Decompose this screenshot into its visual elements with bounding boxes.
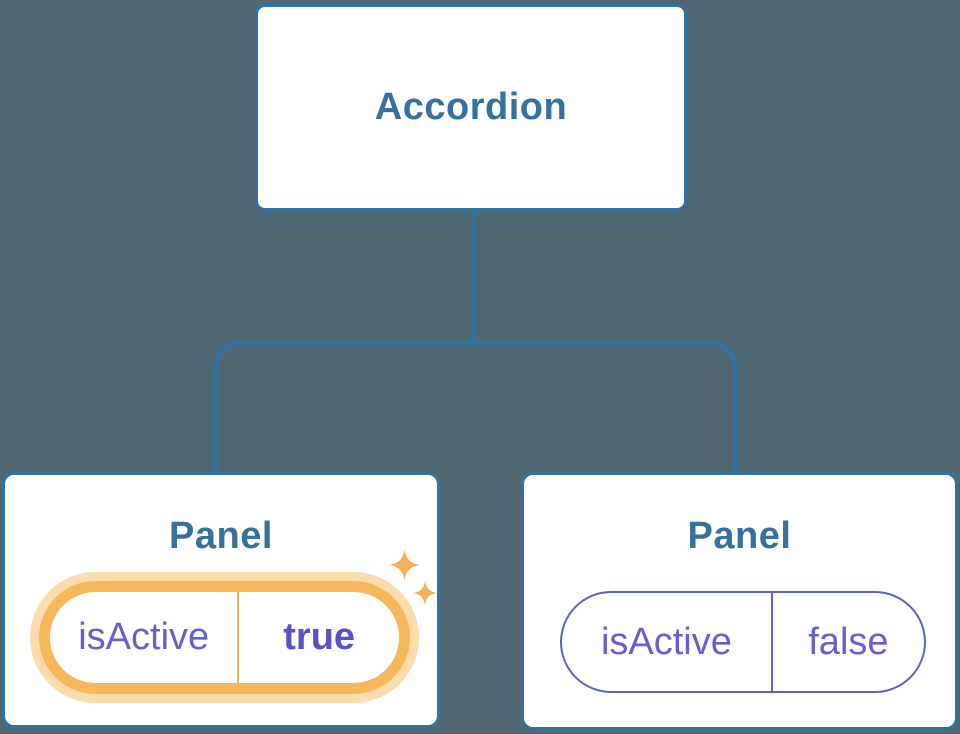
state-key-label: isActive bbox=[600, 620, 732, 663]
accordion-label: Accordion bbox=[374, 86, 568, 128]
state-value-label: true bbox=[283, 616, 356, 658]
sparkle-large-icon bbox=[389, 549, 420, 581]
state-pill-active: isActive true bbox=[39, 581, 410, 694]
panel-title: Panel bbox=[687, 515, 792, 557]
state-pill-inactive: isActive false bbox=[560, 591, 926, 693]
state-value-cell: false bbox=[773, 593, 924, 691]
connector-stem bbox=[471, 210, 475, 343]
accordion-node: Accordion bbox=[255, 4, 687, 211]
state-value-cell: true bbox=[239, 592, 399, 683]
state-key-cell: isActive bbox=[562, 593, 773, 691]
panel-node-active: Panel isActive true bbox=[2, 472, 440, 728]
sparkle-small-icon bbox=[413, 581, 437, 605]
state-value-label: false bbox=[808, 620, 889, 663]
panel-node-inactive: Panel isActive false bbox=[521, 472, 958, 730]
state-key-label: isActive bbox=[78, 616, 210, 658]
panel-title: Panel bbox=[169, 515, 273, 557]
state-key-cell: isActive bbox=[50, 592, 240, 683]
connector-branch bbox=[214, 341, 737, 472]
